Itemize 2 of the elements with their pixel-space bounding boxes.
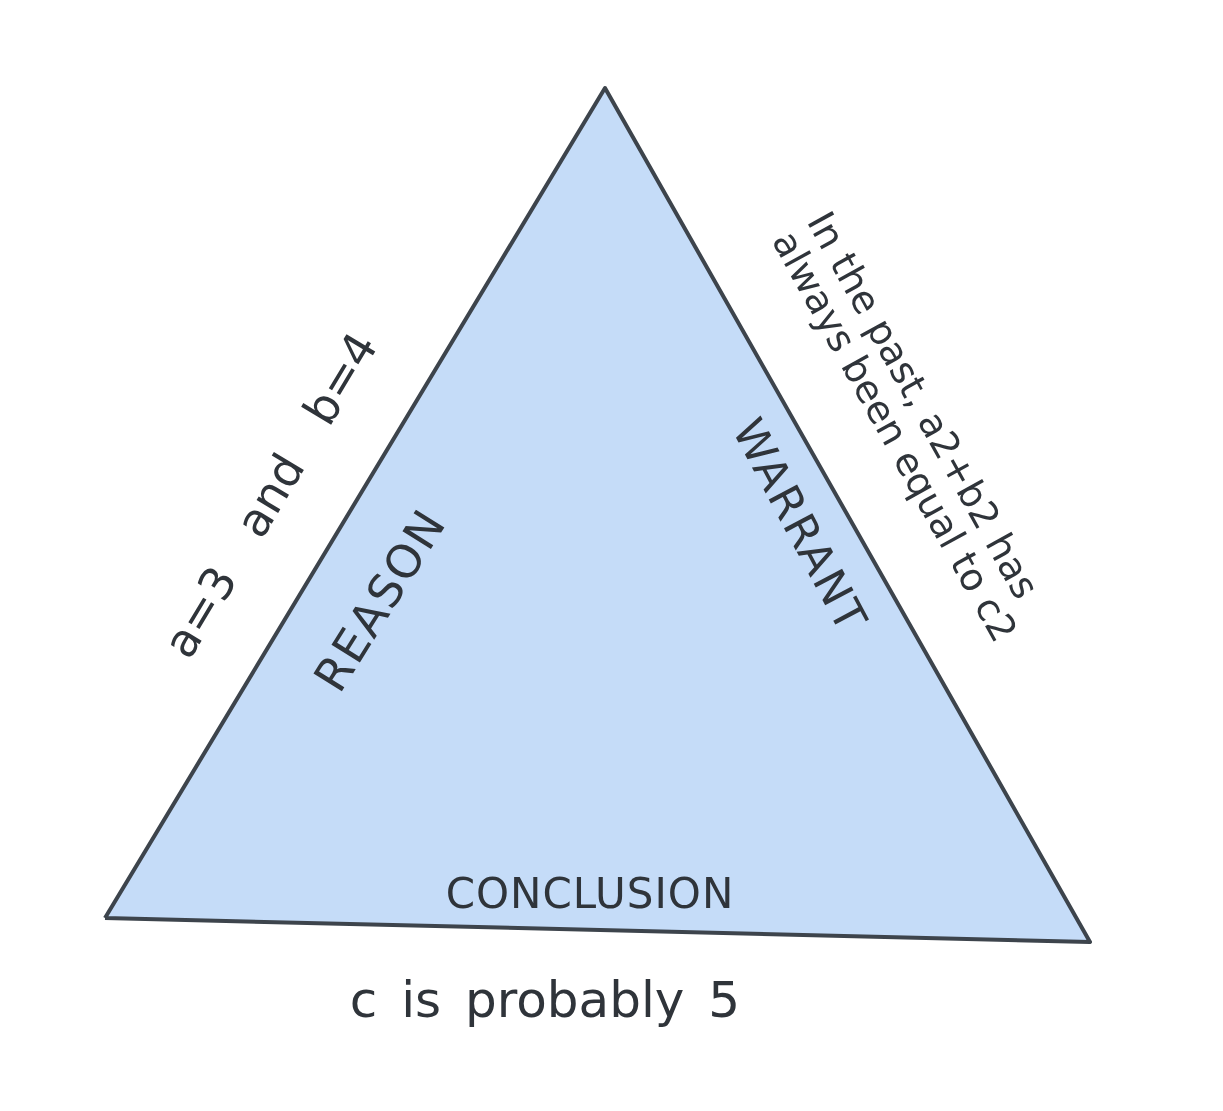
side-annotation: c is probably 5 (349, 971, 741, 1029)
triangle-label: CONCLUSION (445, 868, 735, 918)
